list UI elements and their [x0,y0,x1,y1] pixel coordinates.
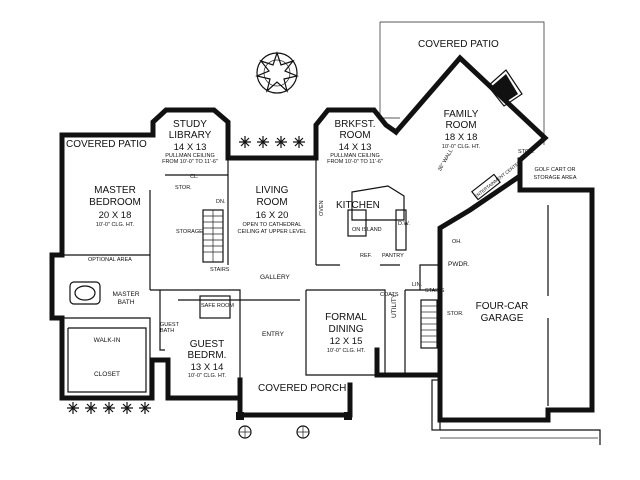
kitchen-island [347,185,407,251]
formal-dining-dims: 12 X 15 [329,336,363,347]
garage-name1: FOUR-CAR [475,301,529,312]
family-dims: 18 X 18 [444,132,478,143]
brkfst-dims: 14 X 13 [338,142,372,153]
pantry-label: PANTRY [382,253,404,259]
formal-dining-name1: FORMAL [325,312,367,323]
dn-label: DN. [216,199,226,205]
golf-name2: STORAGE AREA [533,175,577,181]
covered-porch-outline [236,382,353,420]
walkin-name1: WALK-IN [93,337,121,344]
guest-bedrm-name2: BEDRM. [187,350,227,361]
safe-room-box [199,295,231,319]
guest-bath-name: GUEST BATH [160,322,179,335]
stor-label-1: STOR. [175,185,192,191]
garage-name2: GARAGE [480,313,524,324]
golf-name1: GOLF CART OR [534,167,576,173]
entertainment-center-box [471,173,501,201]
stairs-right-label: STAIRS [425,288,445,294]
brkfst-note1: PULLMAN CEILING [330,153,380,159]
study-name2: LIBRARY [168,130,212,141]
formal-dining-note: 10'-0" CLG. HT. [326,348,366,354]
dw-label: D.W. [398,221,410,227]
study-note1: PULLMAN CEILING [165,153,215,159]
family-name1: FAMILY [443,109,479,120]
living-name2: ROOM [256,197,288,208]
stor-label-2: STOR. [518,149,535,155]
master-bed-name1: MASTER [94,185,136,196]
interior-walls [62,158,440,398]
brkfst-name1: BRKFST. [334,119,376,130]
living-note2: CEILING AT UPPER LEVEL [237,229,307,235]
stor-label-3: STOR. [447,311,464,317]
formal-dining-name2: DINING [328,324,364,335]
covered-porch-label: COVERED PORCH [258,383,347,394]
living-dims: 16 X 20 [255,210,289,221]
family-name2: ROOM [445,120,477,131]
fireplace [487,69,523,107]
on-island-label: ON ISLAND [352,227,382,233]
storage-label: STORAGE [176,229,203,235]
brkfst-name2: ROOM [339,130,371,141]
shrub-row-top [239,136,305,148]
stairs-right [420,299,438,349]
oh-label: OH. [452,239,462,245]
master-bed-dims: 20 X 18 [98,210,132,221]
master-bed-note: 10'-0" CLG. HT. [95,222,135,228]
living-note1: OPEN TO CATHEDRAL [242,222,302,228]
opt-area-label: OPTIONAL AREA [88,257,132,263]
entry-label: ENTRY [262,331,284,338]
stone-wall [431,379,601,445]
master-tub [69,281,101,305]
study-dims: 14 X 13 [173,142,207,153]
master-bath-name2: BATH [117,299,135,306]
pwdr-label: PWDR. [448,261,470,268]
ref-label: REF. [360,253,372,259]
family-note: 10'-0" CLG. HT. [441,144,481,150]
covered-patio-left-label: COVERED PATIO [66,139,147,150]
covered-patio-top-label: COVERED PATIO [418,39,499,50]
study-name1: STUDY [173,119,207,130]
stairs-center [202,209,224,263]
stairs-center-label: STAIRS [210,267,230,273]
guest-bedrm-note: 10'-0" CLG. HT. [187,373,227,379]
master-bed-name2: BEDROOM [89,197,141,208]
safe-room-label: SAFE ROOM [201,303,235,309]
living-name1: LIVING [255,185,289,196]
linen-label: LIN. [412,282,423,288]
kitchen-label: KITCHEN [336,200,380,211]
coats-label: COATS [380,292,399,298]
guest-bedrm-dims: 13 X 14 [190,362,224,373]
shrub-porch [238,425,310,439]
shrub-row-left [67,402,151,414]
master-bath-name1: MASTER [112,291,140,298]
oven-label: OVEN [319,200,325,216]
gallery-label: GALLERY [260,274,290,281]
exterior-walls [49,54,595,423]
guest-bedrm-name1: GUEST [189,339,225,350]
brkfst-note2: FROM 10'-0" TO 11'-6" [327,159,383,165]
study-note2: FROM 10'-0" TO 11'-6" [162,159,218,165]
cl-label: CL. [190,174,199,180]
walkin-name2: CLOSET [93,371,120,378]
tree-symbol [255,51,299,94]
